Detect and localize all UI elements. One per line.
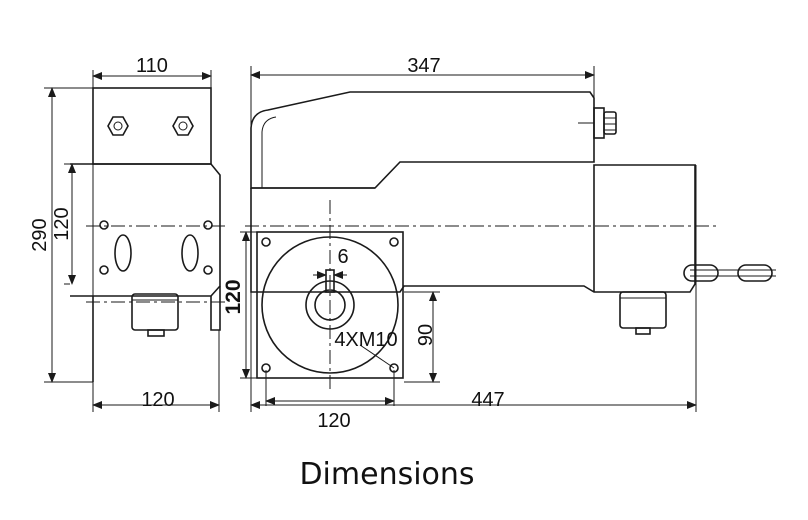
side-dimensions [44, 70, 220, 412]
side-view [70, 87, 225, 382]
mounting-hole-icon [389, 237, 399, 247]
front-dimensions [240, 66, 697, 412]
hex-bolt-icon [172, 116, 194, 136]
dim-label-120-flange: 120 [222, 279, 245, 314]
dim-label-447: 447 [471, 389, 504, 411]
dim-label-110-top: 110 [136, 55, 168, 77]
screw-icon [99, 220, 109, 230]
dim-label-90: 90 [415, 324, 437, 346]
screw-icon [99, 265, 109, 275]
cable-gland-icon [578, 107, 617, 139]
front-view [245, 91, 776, 392]
side-slot [181, 234, 199, 272]
screw-icon [203, 220, 213, 230]
power-cable-icon [683, 264, 776, 282]
hex-bolt-icon [107, 116, 129, 136]
front-wheel [619, 291, 667, 329]
side-body-outline [70, 163, 221, 297]
main-housing [250, 164, 696, 293]
caption-title: Dimensions [299, 457, 474, 492]
dim-label-120-side: 120 [51, 207, 73, 240]
bolt-spec-label: 4XM10 [334, 329, 397, 351]
dim-label-120-front: 120 [317, 410, 350, 432]
dim-label-6: 6 [337, 246, 348, 268]
dim-label-290: 290 [29, 218, 51, 251]
dim-label-120-bottom: 120 [141, 389, 174, 411]
side-slot [114, 234, 132, 272]
dim-label-347: 347 [407, 55, 440, 77]
screw-icon [203, 265, 213, 275]
top-cover [250, 91, 595, 189]
side-wheel [131, 293, 179, 331]
mounting-hole-icon [261, 237, 271, 247]
